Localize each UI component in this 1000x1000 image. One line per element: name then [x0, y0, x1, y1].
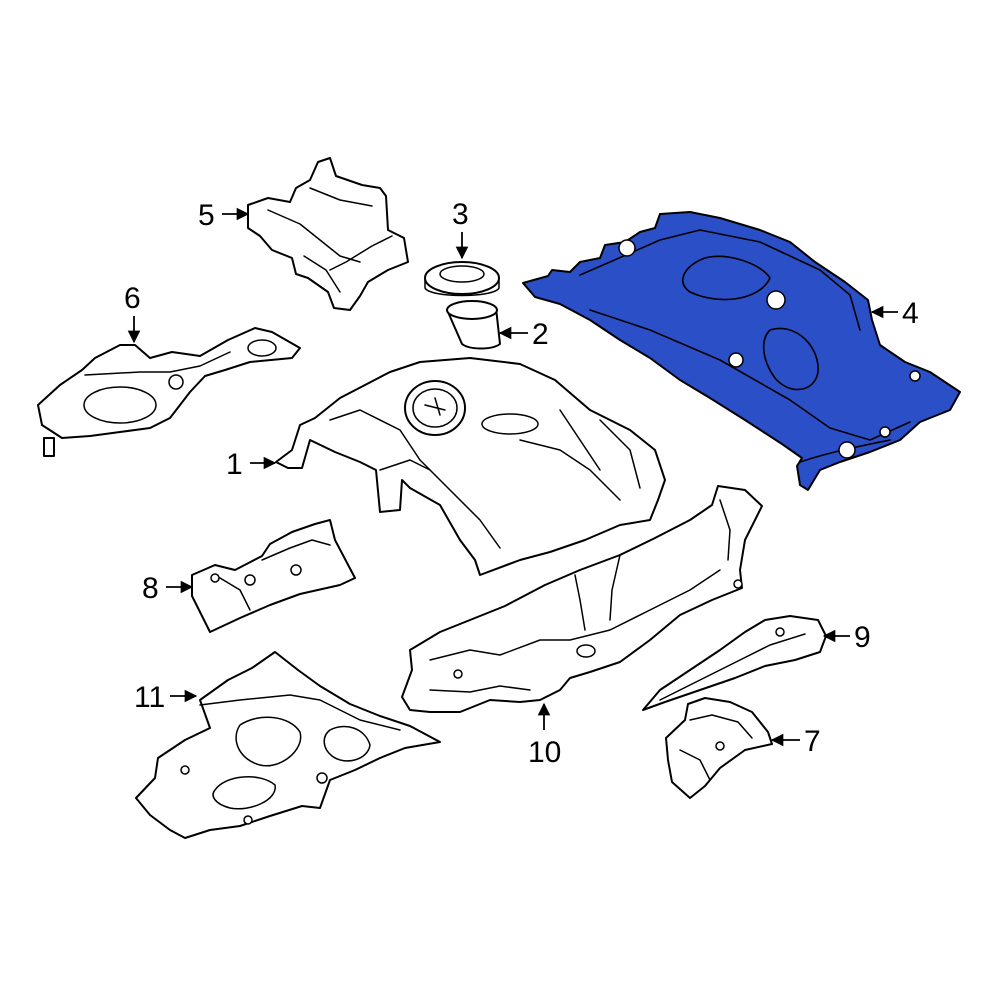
part-11-pocket-c	[323, 725, 371, 762]
part-10-hole-b	[733, 579, 743, 589]
part-10-shape	[401, 485, 763, 713]
part-10-rib-e	[609, 554, 621, 621]
part-4-hole-b	[766, 290, 786, 310]
part-1-rib-e	[379, 459, 431, 471]
part-11-pocket-a	[235, 716, 302, 767]
part-11-pocket-b	[212, 776, 276, 810]
callout-5: 5	[198, 199, 250, 232]
part-4-pocket	[762, 327, 819, 391]
part-10-floor-shield[interactable]	[401, 485, 763, 713]
part-9-rib	[659, 633, 806, 701]
callout-5-label: 5	[198, 199, 215, 232]
callout-7: 7	[770, 725, 821, 758]
callout-6-label: 6	[124, 282, 141, 315]
part-4-edge	[589, 309, 911, 441]
part-11-rib	[199, 694, 401, 731]
part-3-inner	[439, 265, 485, 283]
callout-4: 4	[870, 297, 919, 330]
part-5-bracket[interactable]	[247, 157, 409, 311]
part-4-hole-d	[728, 352, 744, 368]
part-1-oval-cut	[481, 413, 539, 435]
callout-4-label: 4	[902, 297, 919, 330]
part-10-rib-d	[574, 574, 586, 631]
part-10-rib-c	[429, 685, 531, 693]
part-7-hole	[715, 741, 725, 751]
part-6-port	[247, 339, 277, 357]
part-7-rib-b	[679, 749, 711, 781]
callout-2: 2	[498, 318, 549, 351]
part-3-lip	[424, 279, 500, 297]
part-1-rib-b	[519, 439, 621, 501]
callout-9-label: 9	[854, 621, 871, 654]
part-10-hole-a	[453, 669, 463, 679]
part-6-shield[interactable]	[37, 327, 301, 457]
part-1-rib-d	[599, 419, 641, 489]
part-4-hole-c	[838, 441, 856, 459]
part-8-hole-b	[244, 574, 256, 586]
part-8-shape	[191, 519, 356, 633]
part-8-rib-b	[261, 539, 331, 561]
callout-3-label: 3	[452, 198, 469, 231]
part-2-cup[interactable]	[446, 300, 501, 350]
part-5-rib-c	[329, 235, 393, 271]
callout-11-label: 11	[134, 681, 165, 714]
part-11-shield[interactable]	[135, 651, 441, 839]
part-3-rim	[424, 261, 500, 295]
part-2-top	[446, 300, 498, 320]
callout-9: 9	[822, 621, 871, 654]
part-11-hole-a	[316, 772, 328, 784]
part-8-hole-a	[290, 564, 302, 576]
part-8-shield[interactable]	[191, 519, 356, 633]
part-1-shape	[275, 357, 666, 576]
part-4-heat-shield[interactable]	[522, 211, 961, 491]
callout-2-label: 2	[532, 318, 549, 351]
part-7-rib-a	[689, 714, 753, 739]
part-5-rib-b	[309, 187, 373, 207]
part-6-hole	[168, 374, 184, 390]
callout-1-label: 1	[226, 448, 243, 481]
callout-8-label: 8	[142, 572, 159, 605]
part-1-tunnel-shield[interactable]	[275, 357, 666, 576]
part-6-ridge	[84, 351, 231, 376]
part-6-dome	[83, 386, 157, 424]
part-5-rib-a	[267, 209, 361, 263]
part-11-hole-b	[180, 765, 190, 775]
part-10-rib-b	[719, 499, 731, 561]
part-4-channel	[682, 255, 771, 301]
part-11-shape	[135, 651, 441, 839]
part-1-rib-c	[559, 409, 601, 471]
part-4-inner-rib	[579, 229, 861, 331]
part-8-hole-c	[210, 573, 220, 583]
part-11-hole-c	[243, 815, 253, 825]
part-10-boss	[576, 644, 596, 658]
part-7-shield[interactable]	[665, 697, 773, 799]
part-4-hole-f	[879, 426, 891, 438]
callout-10-label: 10	[528, 736, 561, 769]
callout-1: 1	[226, 448, 277, 481]
part-9-hole	[775, 627, 785, 637]
part-3-grommet[interactable]	[424, 261, 500, 297]
callout-10: 10	[528, 702, 561, 769]
callout-8: 8	[142, 572, 194, 605]
part-10-rib-a	[429, 569, 721, 661]
part-5-rib-d	[303, 255, 341, 293]
part-6-bolt	[43, 437, 55, 457]
part-9-shield[interactable]	[642, 615, 827, 711]
part-1-rib-a	[329, 409, 501, 549]
part-5-shape	[247, 157, 409, 311]
part-8-rib-a	[214, 574, 251, 611]
callout-7-label: 7	[804, 725, 821, 758]
part-1-port-mark	[424, 397, 446, 416]
callout-3: 3	[452, 198, 469, 260]
part-4-hole-e	[909, 370, 921, 382]
callout-11: 11	[134, 681, 198, 714]
callout-6: 6	[124, 282, 141, 344]
part-4-hole-a	[618, 239, 636, 257]
part-1-port-inner	[412, 388, 458, 428]
